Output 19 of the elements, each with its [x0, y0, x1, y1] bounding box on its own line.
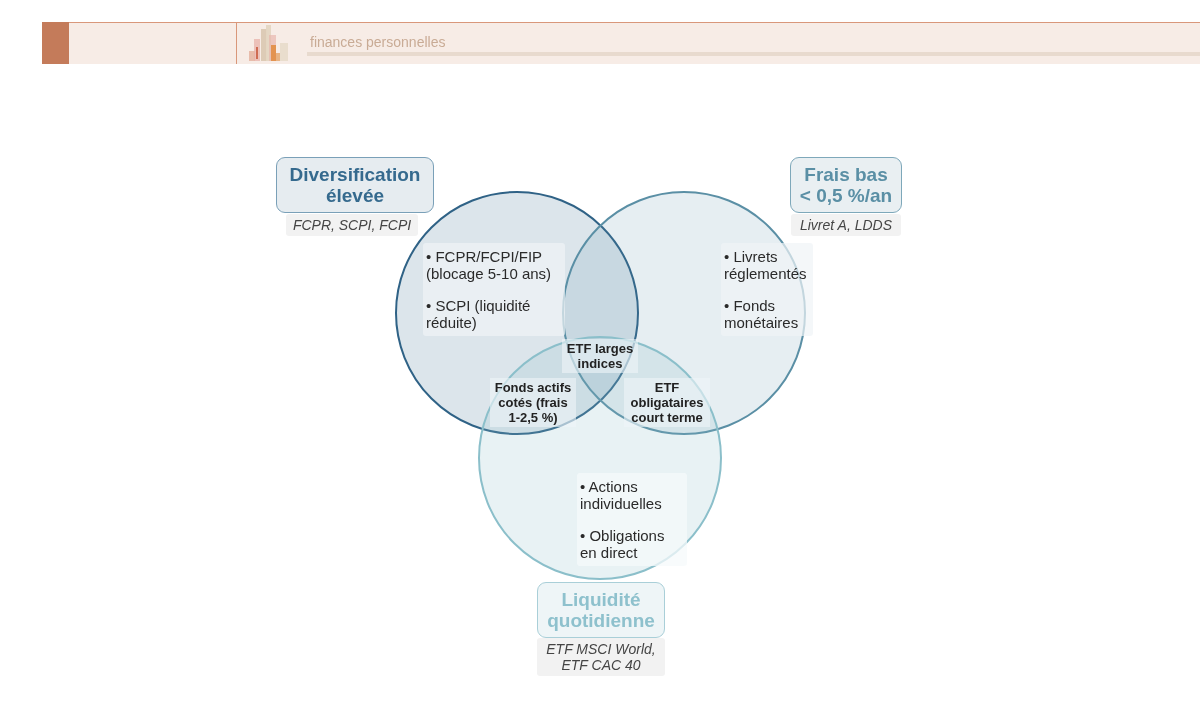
overlap-label: Fonds actifs cotés (frais 1-2,5 %): [490, 378, 576, 427]
category-box: [276, 157, 434, 213]
example-note: FCPR, SCPI, FCPI: [286, 214, 418, 236]
category-box: [537, 582, 665, 638]
overlap-label: ETF obligataires court terme: [624, 378, 710, 427]
example-note: ETF MSCI World, ETF CAC 40: [537, 638, 665, 676]
category-title: Frais bas < 0,5 %/an: [798, 164, 894, 206]
tagline: finances personnelles: [310, 33, 446, 51]
list-item: • Obligations en direct: [580, 527, 666, 561]
list-item: • Actions individuelles: [580, 478, 663, 512]
list-item: • SCPI (liquidité réduite): [426, 297, 532, 331]
category-box: [790, 157, 902, 213]
list-item: • Fonds monétaires: [724, 297, 800, 331]
list-item: • FCPR/FCPI/FIP (blocage 5-10 ans): [426, 248, 553, 282]
list-item: • Livrets réglementés: [724, 248, 808, 282]
example-note: Livret A, LDDS: [791, 214, 901, 236]
overlap-label: ETF larges indices: [562, 339, 638, 373]
category-title: Diversification élevée: [288, 164, 422, 206]
category-title: Liquidité quotidienne: [546, 589, 656, 631]
